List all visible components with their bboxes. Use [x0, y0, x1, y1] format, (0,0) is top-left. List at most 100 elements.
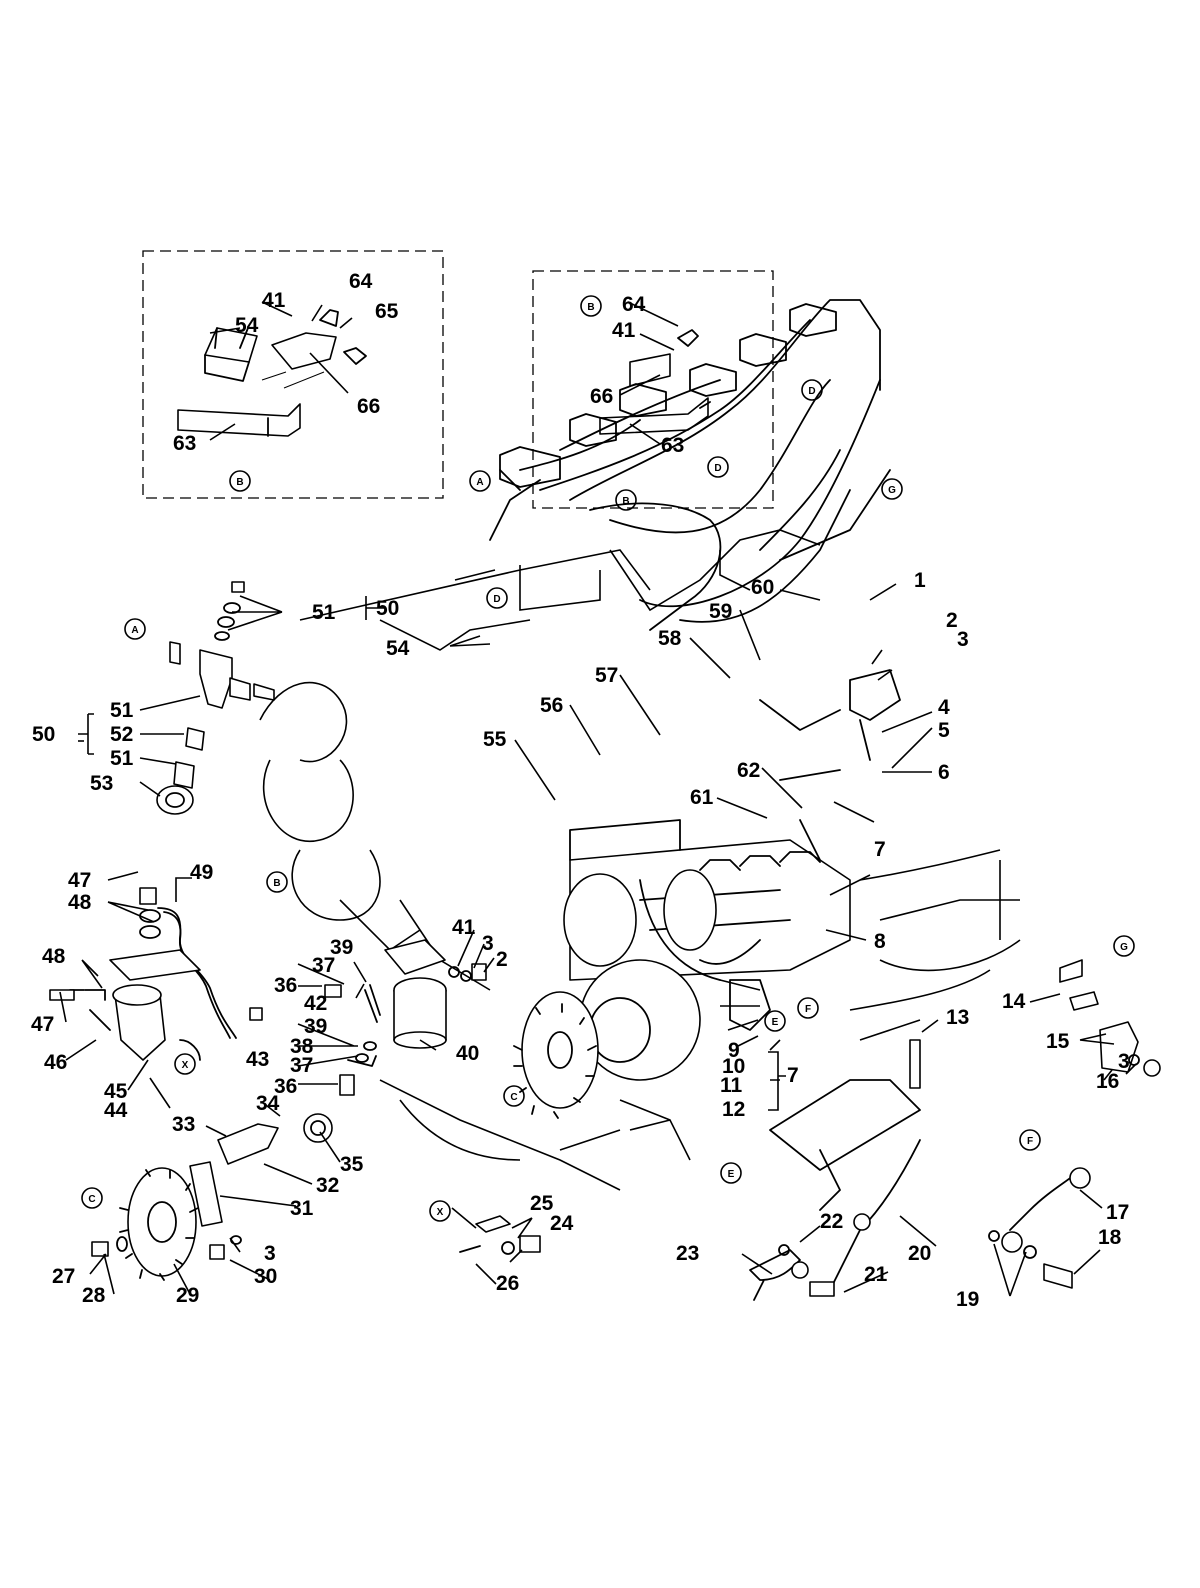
svg-text:D: D [808, 386, 815, 397]
callout-10: 10 [722, 1055, 745, 1078]
callout-63: 63 [661, 434, 684, 457]
ref-circle-b: B [580, 295, 602, 317]
callout-47: 47 [68, 869, 91, 892]
callout-29: 29 [176, 1284, 199, 1307]
ref-circle-b: B [229, 470, 251, 492]
callout-66: 66 [357, 395, 380, 418]
callout-40: 40 [456, 1042, 479, 1065]
callout-37: 37 [312, 954, 335, 977]
callout-43: 43 [246, 1048, 269, 1071]
callout-13: 13 [946, 1006, 969, 1029]
callout-1: 1 [914, 569, 926, 592]
callout-2: 2 [946, 609, 958, 632]
callout-6: 6 [938, 761, 950, 784]
callout-38: 38 [290, 1035, 314, 1058]
callout-21: 21 [864, 1263, 888, 1286]
callout-3: 3 [264, 1242, 276, 1265]
svg-text:A: A [131, 625, 138, 636]
svg-text:E: E [772, 1017, 779, 1028]
callout-32: 32 [316, 1174, 339, 1197]
callout-4: 4 [938, 696, 950, 719]
callout-31: 31 [290, 1197, 314, 1220]
ref-circle-a: A [124, 618, 146, 640]
callout-37: 37 [290, 1054, 313, 1077]
callout-33: 33 [172, 1113, 195, 1136]
ref-circle-x: X [174, 1053, 196, 1075]
svg-text:D: D [714, 463, 721, 474]
svg-text:B: B [273, 878, 280, 889]
callout-36: 36 [274, 1075, 297, 1098]
ref-circle-d: D [486, 587, 508, 609]
injector-detail-a [156, 581, 275, 815]
callout-54: 54 [235, 314, 259, 337]
svg-text:C: C [88, 1194, 95, 1205]
callout-3: 3 [1118, 1050, 1130, 1073]
callout-49: 49 [190, 861, 213, 884]
callout-23: 23 [676, 1242, 699, 1265]
callout-52: 52 [110, 723, 133, 746]
ref-circle-b: B [266, 871, 288, 893]
svg-text:C: C [510, 1092, 517, 1103]
callout-47: 47 [31, 1013, 54, 1036]
callout-26: 26 [496, 1272, 519, 1295]
callout-48: 48 [68, 891, 92, 914]
callout-25: 25 [530, 1192, 554, 1215]
callout-63: 63 [173, 432, 196, 455]
callout-9: 9 [728, 1039, 740, 1062]
svg-text:D: D [493, 594, 500, 605]
callout-27: 27 [52, 1265, 75, 1288]
callout-16: 16 [1096, 1070, 1119, 1093]
callout-3: 3 [957, 628, 969, 651]
callout-15: 15 [1046, 1030, 1070, 1053]
callout-53: 53 [90, 772, 113, 795]
callout-59: 59 [709, 600, 732, 623]
callout-54: 54 [386, 637, 410, 660]
callout-41: 41 [262, 289, 286, 312]
callout-64: 64 [622, 293, 646, 316]
ref-circle-c: C [81, 1187, 103, 1209]
callout-39: 39 [330, 936, 353, 959]
leader-lines [59, 301, 1137, 1297]
callout-50: 50 [32, 723, 55, 746]
callout-18: 18 [1098, 1226, 1122, 1249]
svg-text:B: B [622, 496, 629, 507]
svg-text:F: F [1027, 1136, 1033, 1147]
svg-text:A: A [476, 477, 483, 488]
callout-7: 7 [787, 1064, 799, 1087]
callout-2: 2 [496, 948, 508, 971]
svg-text:E: E [728, 1169, 735, 1180]
ref-circle-b: B [615, 489, 637, 511]
callout-24: 24 [550, 1212, 574, 1235]
svg-text:B: B [236, 477, 243, 488]
callout-34: 34 [256, 1092, 280, 1115]
callout-39: 39 [304, 1015, 327, 1038]
callout-19: 19 [956, 1288, 979, 1311]
callout-14: 14 [1002, 990, 1026, 1013]
ref-circle-a: A [469, 470, 491, 492]
callout-5: 5 [938, 719, 950, 742]
engine-outline [259, 529, 1021, 1191]
svg-text:B: B [587, 302, 594, 313]
callout-51: 51 [110, 747, 134, 770]
ref-circle-c: C [503, 1085, 525, 1107]
fuel-filter-group [49, 887, 263, 1061]
ref-circle-d: D [707, 456, 729, 478]
callout-36: 36 [274, 974, 297, 997]
callout-41: 41 [612, 319, 636, 342]
ref-circle-f: F [1019, 1129, 1041, 1151]
callout-51: 51 [110, 699, 134, 722]
callout-30: 30 [254, 1265, 277, 1288]
callout-46: 46 [44, 1051, 67, 1074]
callout-42: 42 [304, 992, 327, 1015]
lower-right-parts [459, 959, 1161, 1301]
callout-8: 8 [874, 930, 886, 953]
detail-box-b-left [142, 250, 444, 499]
ref-circle-d: D [801, 379, 823, 401]
callout-44: 44 [104, 1099, 128, 1122]
ref-circle-e: E [720, 1162, 742, 1184]
callout-65: 65 [375, 300, 399, 323]
fuel-filter-40 [303, 939, 487, 1143]
detail-box-b-right [532, 270, 774, 509]
